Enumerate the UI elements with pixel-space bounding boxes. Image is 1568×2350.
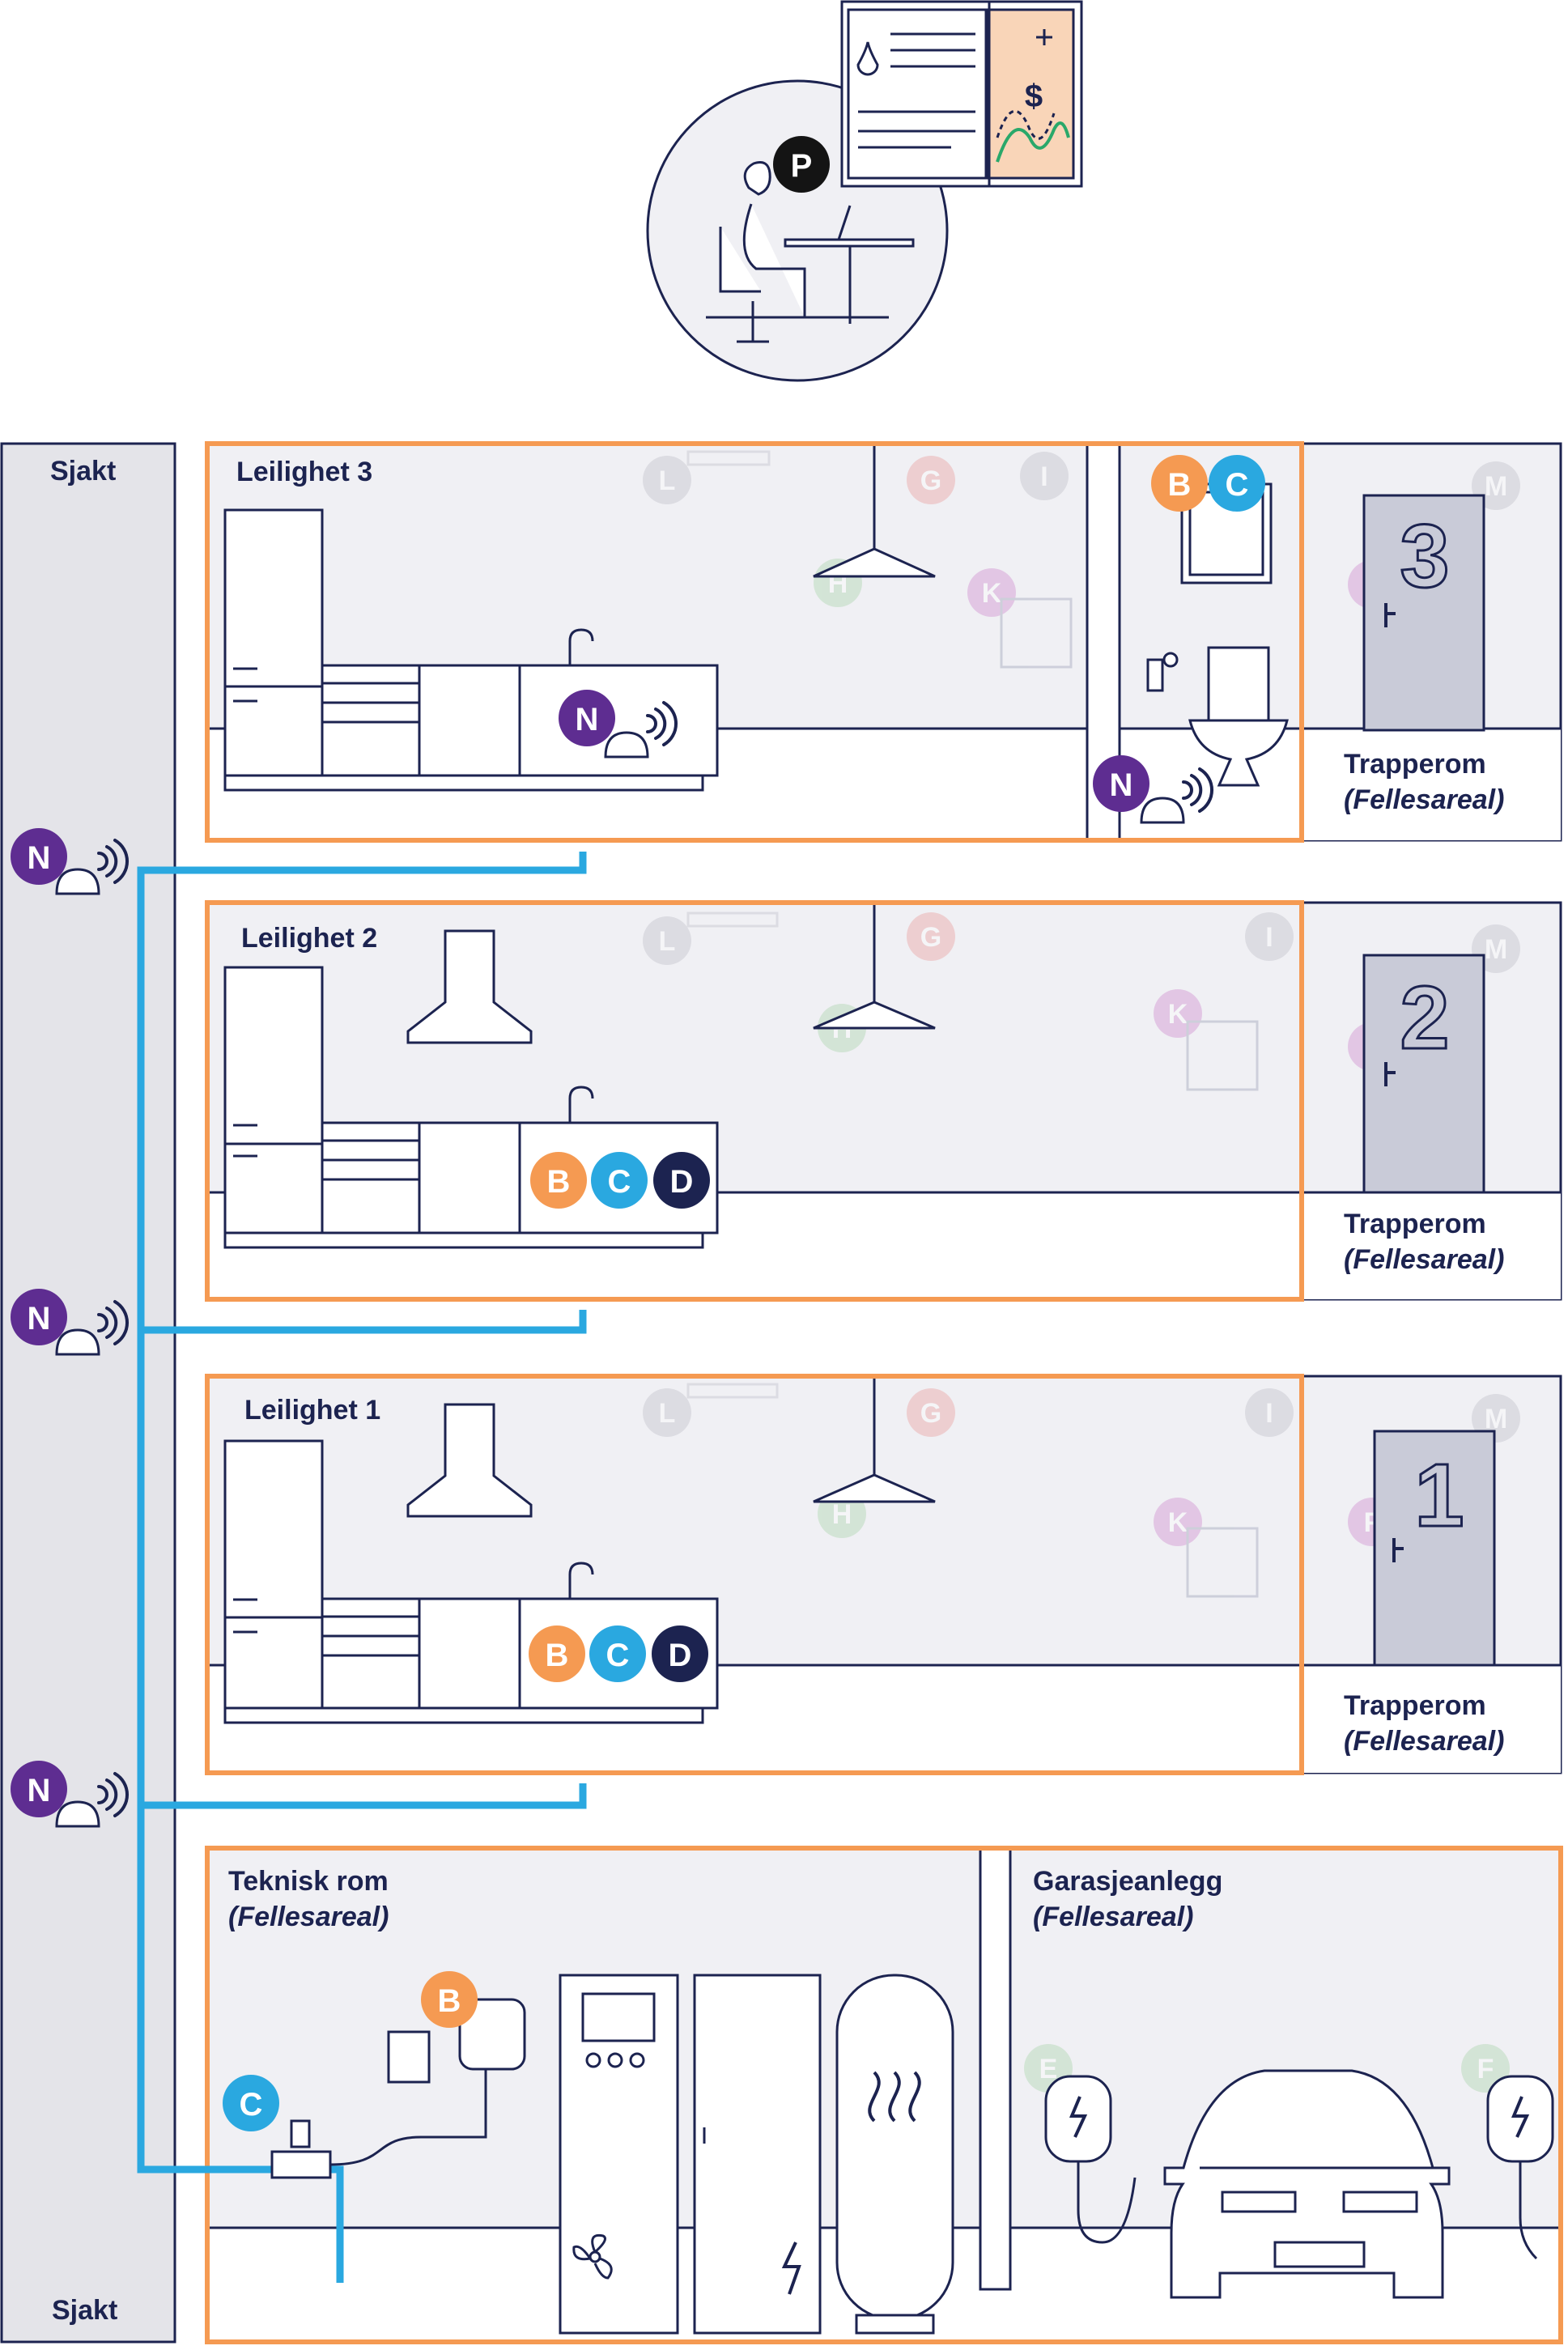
sensor-N-apt3-bathroom: N: [1093, 755, 1214, 824]
svg-text:N: N: [28, 840, 51, 876]
svg-text:D: D: [669, 1638, 692, 1673]
marker-P: [773, 136, 830, 193]
svg-text:$: $: [1025, 79, 1043, 114]
svg-text:2: 2: [1400, 968, 1449, 1068]
svg-text:M: M: [1485, 471, 1507, 502]
basement-divider-wall: [979, 1846, 1012, 2291]
svg-text:C: C: [606, 1638, 630, 1673]
kitchen-apt3: [223, 508, 719, 792]
sensor-N-shaft-2: N: [11, 1289, 130, 1356]
marker-C-tech: [223, 2075, 279, 2131]
sensor-N-apt3-kitchen: N: [559, 690, 678, 759]
svg-text:K: K: [982, 578, 1002, 609]
apartment-1-title: Leilighet 1: [244, 1395, 381, 1426]
apartment-2-title: Leilighet 2: [241, 923, 378, 954]
shaft: [0, 442, 176, 2344]
svg-text:P: P: [791, 148, 813, 184]
marker-B-tech: [421, 1971, 478, 2028]
marker-B-apt3: [1151, 455, 1208, 512]
svg-text:G: G: [920, 1398, 941, 1429]
svg-text:I: I: [1265, 922, 1273, 953]
svg-text:B: B: [438, 1983, 461, 2019]
svg-text:1: 1: [1414, 1446, 1464, 1545]
marker-D-apt2: [653, 1152, 710, 1209]
stair-label-2: Trapperom (Fellesareal): [1344, 1209, 1505, 1276]
svg-text:L: L: [659, 465, 676, 496]
svg-text:F: F: [1477, 2054, 1494, 2084]
marker-B-apt1: [529, 1625, 585, 1682]
svg-text:N: N: [28, 1773, 51, 1808]
svg-text:G: G: [920, 465, 941, 496]
stair-door-2: 2: [1362, 954, 1485, 1194]
tech-room-equipment: [270, 1974, 954, 2335]
svg-text:I: I: [1265, 1398, 1273, 1429]
svg-text:L: L: [659, 1398, 676, 1429]
svg-text:C: C: [608, 1164, 631, 1200]
svg-text:B: B: [1168, 467, 1192, 503]
garage-label: Garasjeanlegg (Fellesareal): [1033, 1866, 1223, 1933]
apartment-boundaries: [205, 441, 1563, 2344]
marker-C-apt1: [589, 1625, 646, 1682]
svg-text:E: E: [1039, 2054, 1058, 2084]
garage-equipment: [1044, 2069, 1554, 2299]
kitchen-apt2: [223, 929, 719, 1249]
svg-text:H: H: [832, 1499, 852, 1530]
sensor-N-shaft-1: N: [11, 1761, 130, 1828]
ceiling-lamps: [813, 444, 936, 1503]
svg-text:I: I: [1040, 461, 1047, 492]
stair-label-3: Trapperom (Fellesareal): [1344, 749, 1505, 816]
svg-text:B: B: [547, 1164, 571, 1200]
fan-icon: [572, 2233, 613, 2280]
tech-room-label: Teknisk rom (Fellesareal): [228, 1866, 389, 1933]
shaft-label-bottom: Sjakt: [52, 2295, 118, 2326]
svg-text:N: N: [28, 1301, 51, 1336]
svg-text:3: 3: [1400, 507, 1449, 606]
svg-text:G: G: [920, 922, 941, 953]
stair-door-3: 3: [1362, 494, 1485, 732]
person-at-desk: [706, 161, 915, 343]
svg-text:N: N: [1110, 767, 1133, 803]
marker-C-apt3: [1209, 455, 1265, 512]
svg-text:N: N: [576, 702, 599, 737]
stair-door-1: 1: [1373, 1430, 1496, 1667]
svg-text:D: D: [670, 1164, 694, 1200]
apartment-3-title: Leilighet 3: [236, 457, 373, 487]
sensor-N-shaft-3: N: [11, 828, 130, 895]
svg-text:L: L: [659, 926, 676, 957]
marker-B-apt2: [530, 1152, 587, 1209]
marker-C-apt2: [591, 1152, 648, 1209]
svg-text:M: M: [1485, 934, 1507, 965]
svg-text:K: K: [1168, 1507, 1188, 1538]
svg-text:K: K: [1168, 999, 1188, 1030]
stair-label-1: Trapperom (Fellesareal): [1344, 1690, 1505, 1757]
water-pipe: [137, 852, 587, 2283]
svg-text:C: C: [240, 2087, 263, 2123]
shaft-label-top: Sjakt: [50, 456, 117, 487]
svg-text:C: C: [1226, 467, 1249, 503]
marker-D-apt1: [652, 1625, 708, 1682]
dashboard-panel: [840, 0, 1083, 188]
svg-text:M: M: [1485, 1404, 1507, 1434]
svg-text:B: B: [546, 1638, 569, 1673]
